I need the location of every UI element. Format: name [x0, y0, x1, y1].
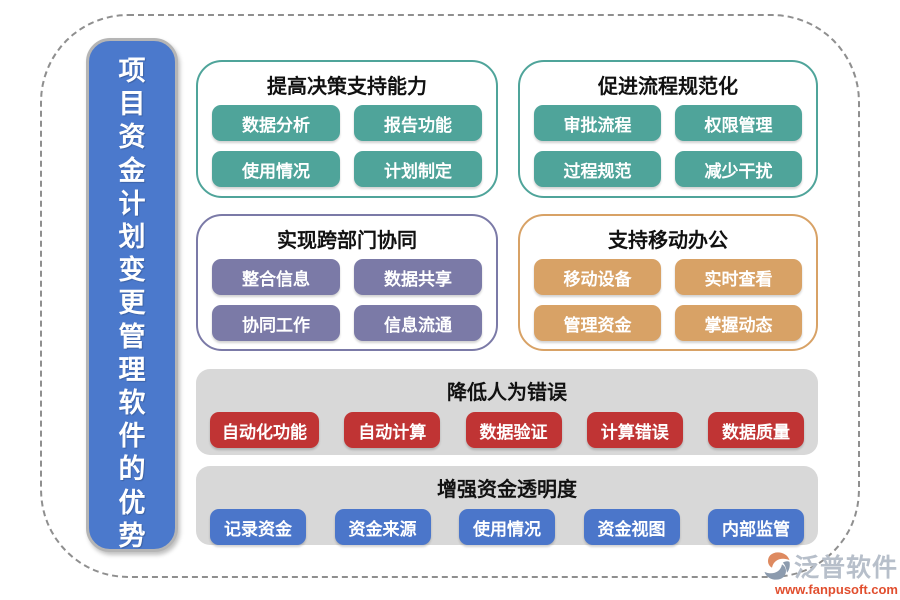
feature-button[interactable]: 自动计算 — [344, 412, 441, 448]
feature-button[interactable]: 计算错误 — [586, 412, 683, 448]
feature-button[interactable]: 过程规范 — [534, 151, 661, 187]
group-decision-support: 提高决策支持能力 数据分析 报告功能 使用情况 计划制定 — [196, 60, 498, 198]
feature-button[interactable]: 权限管理 — [675, 105, 802, 141]
group-title: 实现跨部门协同 — [277, 230, 417, 252]
band-title: 降低人为错误 — [447, 382, 567, 404]
button-row: 记录资金 资金来源 使用情况 资金视图 内部监管 — [210, 509, 804, 545]
feature-button[interactable]: 报告功能 — [354, 105, 482, 141]
logo-row: 泛普软件 — [746, 548, 898, 584]
title-banner: 项目资金计划变更管理软件的优势 — [86, 38, 178, 552]
feature-button[interactable]: 减少干扰 — [675, 151, 802, 187]
feature-button[interactable]: 协同工作 — [212, 305, 340, 341]
fanpu-logo: 泛普软件 www.fanpusoft.com — [746, 548, 898, 597]
button-row: 整合信息 数据共享 — [212, 259, 482, 295]
band-title: 增强资金透明度 — [437, 479, 577, 501]
band-fund-transparency: 增强资金透明度 记录资金 资金来源 使用情况 资金视图 内部监管 — [196, 466, 818, 545]
group-mobile-office: 支持移动办公 移动设备 实时查看 管理资金 掌握动态 — [518, 214, 818, 351]
band-reduce-human-error: 降低人为错误 自动化功能 自动计算 数据验证 计算错误 数据质量 — [196, 369, 818, 455]
feature-button[interactable]: 自动化功能 — [210, 412, 319, 448]
feature-button[interactable]: 移动设备 — [534, 259, 661, 295]
feature-button[interactable]: 审批流程 — [534, 105, 661, 141]
group-title: 支持移动办公 — [608, 230, 728, 252]
button-row: 协同工作 信息流通 — [212, 305, 482, 341]
feature-button[interactable]: 掌握动态 — [675, 305, 802, 341]
logo-text: 泛普软件 — [793, 554, 898, 582]
feature-button[interactable]: 资金视图 — [583, 509, 680, 545]
button-row: 数据分析 报告功能 — [212, 105, 482, 141]
group-cross-department-collaboration: 实现跨部门协同 整合信息 数据共享 协同工作 信息流通 — [196, 214, 498, 351]
feature-button[interactable]: 整合信息 — [212, 259, 340, 295]
button-row: 管理资金 掌握动态 — [534, 305, 802, 341]
feature-button[interactable]: 使用情况 — [212, 151, 340, 187]
feature-button[interactable]: 记录资金 — [210, 509, 306, 545]
feature-button[interactable]: 管理资金 — [534, 305, 661, 341]
feature-button[interactable]: 数据验证 — [465, 412, 562, 448]
feature-button[interactable]: 数据共享 — [354, 259, 482, 295]
feature-button[interactable]: 使用情况 — [459, 509, 555, 545]
group-process-standardization: 促进流程规范化 审批流程 权限管理 过程规范 减少干扰 — [518, 60, 818, 198]
feature-button[interactable]: 计划制定 — [354, 151, 482, 187]
button-row: 过程规范 减少干扰 — [534, 151, 802, 187]
group-title: 促进流程规范化 — [598, 76, 738, 98]
button-row: 移动设备 实时查看 — [534, 259, 802, 295]
logo-url[interactable]: www.fanpusoft.com — [774, 582, 898, 597]
feature-button[interactable]: 资金来源 — [334, 509, 431, 545]
feature-button[interactable]: 实时查看 — [675, 259, 802, 295]
button-row: 使用情况 计划制定 — [212, 151, 482, 187]
feature-button[interactable]: 数据质量 — [708, 412, 804, 448]
page-title: 项目资金计划变更管理软件的优势 — [118, 56, 146, 551]
button-row: 审批流程 权限管理 — [534, 105, 802, 141]
feature-button[interactable]: 信息流通 — [354, 305, 482, 341]
group-title: 提高决策支持能力 — [267, 76, 427, 98]
feature-button[interactable]: 内部监管 — [708, 509, 804, 545]
feature-button[interactable]: 数据分析 — [212, 105, 340, 141]
fanpu-swirl-icon — [764, 552, 790, 580]
outer-dashed-frame — [40, 14, 860, 578]
button-row: 自动化功能 自动计算 数据验证 计算错误 数据质量 — [210, 412, 804, 448]
